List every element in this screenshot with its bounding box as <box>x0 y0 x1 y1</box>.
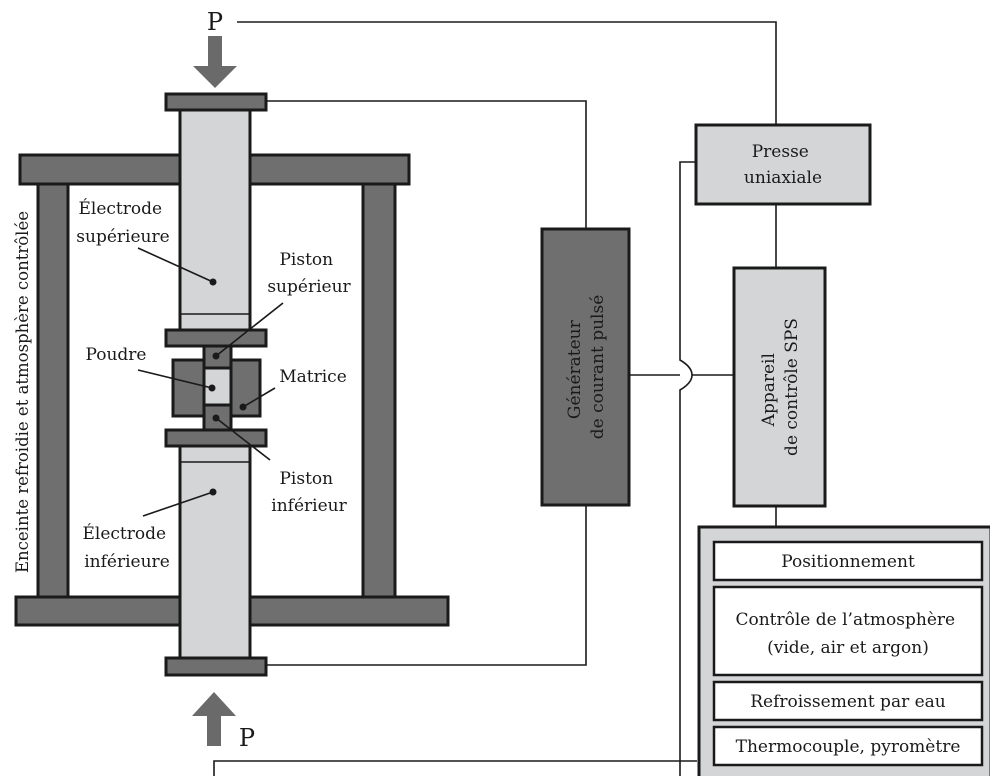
pressure-arrow-bottom <box>192 692 236 746</box>
electrode-top-label: Électrode supérieure <box>76 198 169 247</box>
panel-item-positioning-label: Positionnement <box>781 552 915 572</box>
svg-text:Appareil de contrôle SPS: Appareil de contrôle SPS <box>759 318 802 456</box>
top-plate <box>164 92 268 112</box>
spacer-bottom <box>164 428 268 448</box>
electrode-top <box>178 108 252 332</box>
spacer-top <box>164 328 268 348</box>
die-label: Matrice <box>279 367 347 387</box>
frame-left-column <box>36 182 70 599</box>
enclosure-label: Enceinte refroidie et atmosphère contrôl… <box>13 211 32 573</box>
generator-label: Générateur de courant pulsé <box>565 295 608 440</box>
electrode-bottom-label: Électrode inférieure <box>83 523 172 572</box>
wire-p-to-press <box>237 21 777 125</box>
leader-powder <box>137 369 213 389</box>
piston-top-label: Piston supérieur <box>267 250 351 297</box>
pressure-arrow-top <box>193 36 237 88</box>
pressure-label-top: P <box>207 8 223 36</box>
wire-bottom-electrode-to-generator <box>266 505 587 666</box>
electrode-bottom <box>178 444 252 662</box>
panel-item-temperature <box>712 725 984 767</box>
dot-electrode-bottom <box>209 488 217 496</box>
generator-box <box>540 227 631 507</box>
control-label: Appareil de contrôle SPS <box>759 318 802 456</box>
leader-piston-top <box>215 302 284 357</box>
wire-press-feedback <box>679 161 696 776</box>
leader-piston-bottom <box>215 417 271 461</box>
dot-piston-top <box>212 352 220 360</box>
bottom-plate <box>164 656 268 677</box>
panel-item-atmosphere <box>712 585 984 677</box>
control-box <box>732 266 827 508</box>
dot-piston-bottom <box>212 414 220 422</box>
pressure-label-bottom: P <box>239 724 255 752</box>
piston-bottom-label: Piston inférieur <box>271 469 347 516</box>
frame-right-column <box>361 182 397 599</box>
wire-bottom-p <box>213 760 697 776</box>
leader-die <box>242 387 276 408</box>
panel-item-cooling <box>712 680 984 722</box>
wire-top-electrode-to-generator <box>266 100 587 229</box>
powder-label: Poudre <box>85 345 146 365</box>
leader-electrode-top <box>137 247 214 283</box>
panel-item-atmosphere-label: Contrôle de l’atmosphère (vide, air et a… <box>735 610 960 658</box>
svg-text:Générateur de courant pu: Générateur de courant pulsé <box>565 295 608 440</box>
dot-die <box>239 403 247 411</box>
press-box <box>694 123 872 206</box>
press-label: Presse uniaxiale <box>744 142 822 188</box>
dot-electrode-top <box>209 278 217 286</box>
panel-item-positioning <box>712 540 984 582</box>
dot-powder <box>208 384 216 392</box>
panel-item-cooling-label: Refroissement par eau <box>750 692 946 712</box>
panel-item-temperature-label: Thermocouple, pyromètre <box>736 737 961 757</box>
leader-electrode-bottom <box>142 491 214 517</box>
